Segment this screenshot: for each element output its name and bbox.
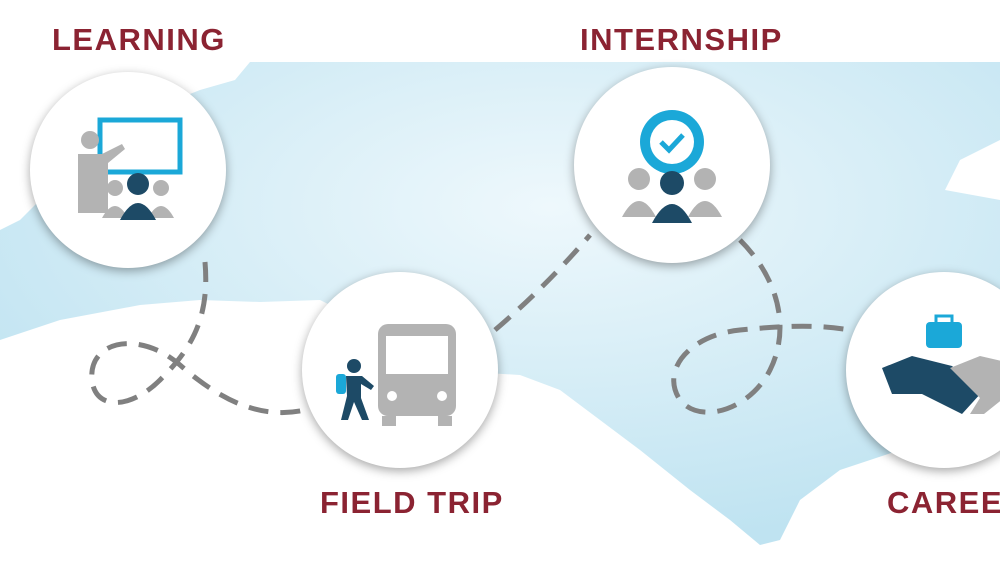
bus-icon <box>336 324 456 426</box>
team-gear-icon <box>622 110 722 223</box>
step-label-internship: INTERNSHIP <box>580 22 783 57</box>
career-circle <box>846 272 1000 468</box>
step-label-career: CAREER <box>887 485 1000 520</box>
classroom-icon <box>78 117 183 220</box>
internship-circle <box>574 67 770 263</box>
step-label-learning: LEARNING <box>52 22 226 57</box>
handshake-icon <box>882 314 1000 414</box>
field-trip-circle <box>302 272 498 468</box>
learning-circle <box>30 72 226 268</box>
dashed-route <box>493 233 592 332</box>
step-label-field-trip: FIELD TRIP <box>320 485 504 520</box>
dashed-route <box>671 238 851 415</box>
